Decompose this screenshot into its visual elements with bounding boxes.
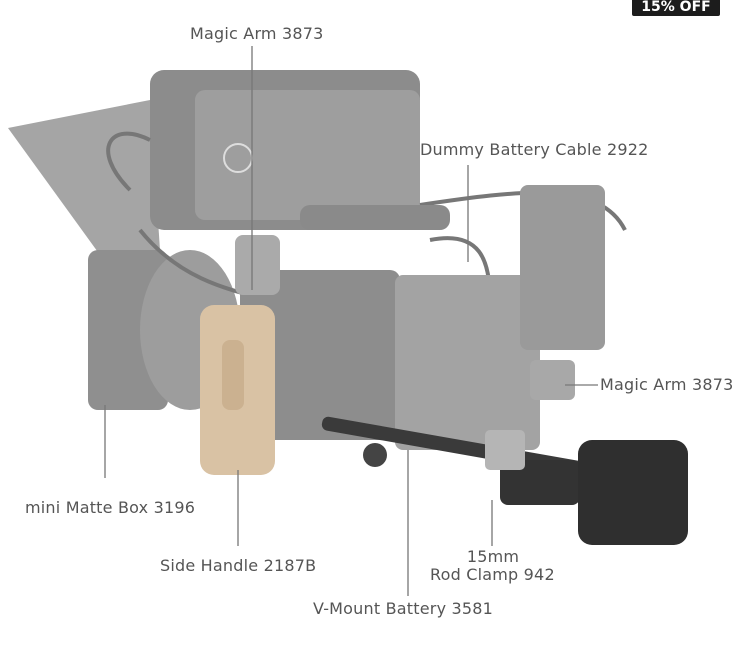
label-rod-clamp-size: 15mm (466, 547, 520, 566)
camera-body (240, 270, 400, 440)
label-magic-arm-top: Magic Arm 3873 (190, 24, 324, 43)
rod-clamp (500, 460, 580, 505)
magic-arm-top (235, 235, 280, 295)
discount-badge: 15% OFF (632, 0, 720, 16)
top-handle (300, 205, 450, 230)
shoulder-pad (578, 440, 688, 545)
magic-arm-right (530, 360, 575, 400)
dummy-battery-plate (395, 275, 540, 450)
matte-box-flag (8, 100, 160, 255)
label-side-handle: Side Handle 2187B (160, 556, 317, 575)
wireless-transmitter (520, 185, 605, 350)
label-vmount-battery: V-Mount Battery 3581 (313, 599, 494, 618)
rod-knob (363, 443, 387, 467)
label-matte-box: mini Matte Box 3196 (25, 498, 196, 517)
label-rod-clamp: Rod Clamp 942 (430, 565, 555, 584)
label-magic-arm-right: Magic Arm 3873 (600, 375, 734, 394)
monitor (195, 90, 420, 220)
label-dummy-battery-cable: Dummy Battery Cable 2922 (420, 140, 649, 159)
